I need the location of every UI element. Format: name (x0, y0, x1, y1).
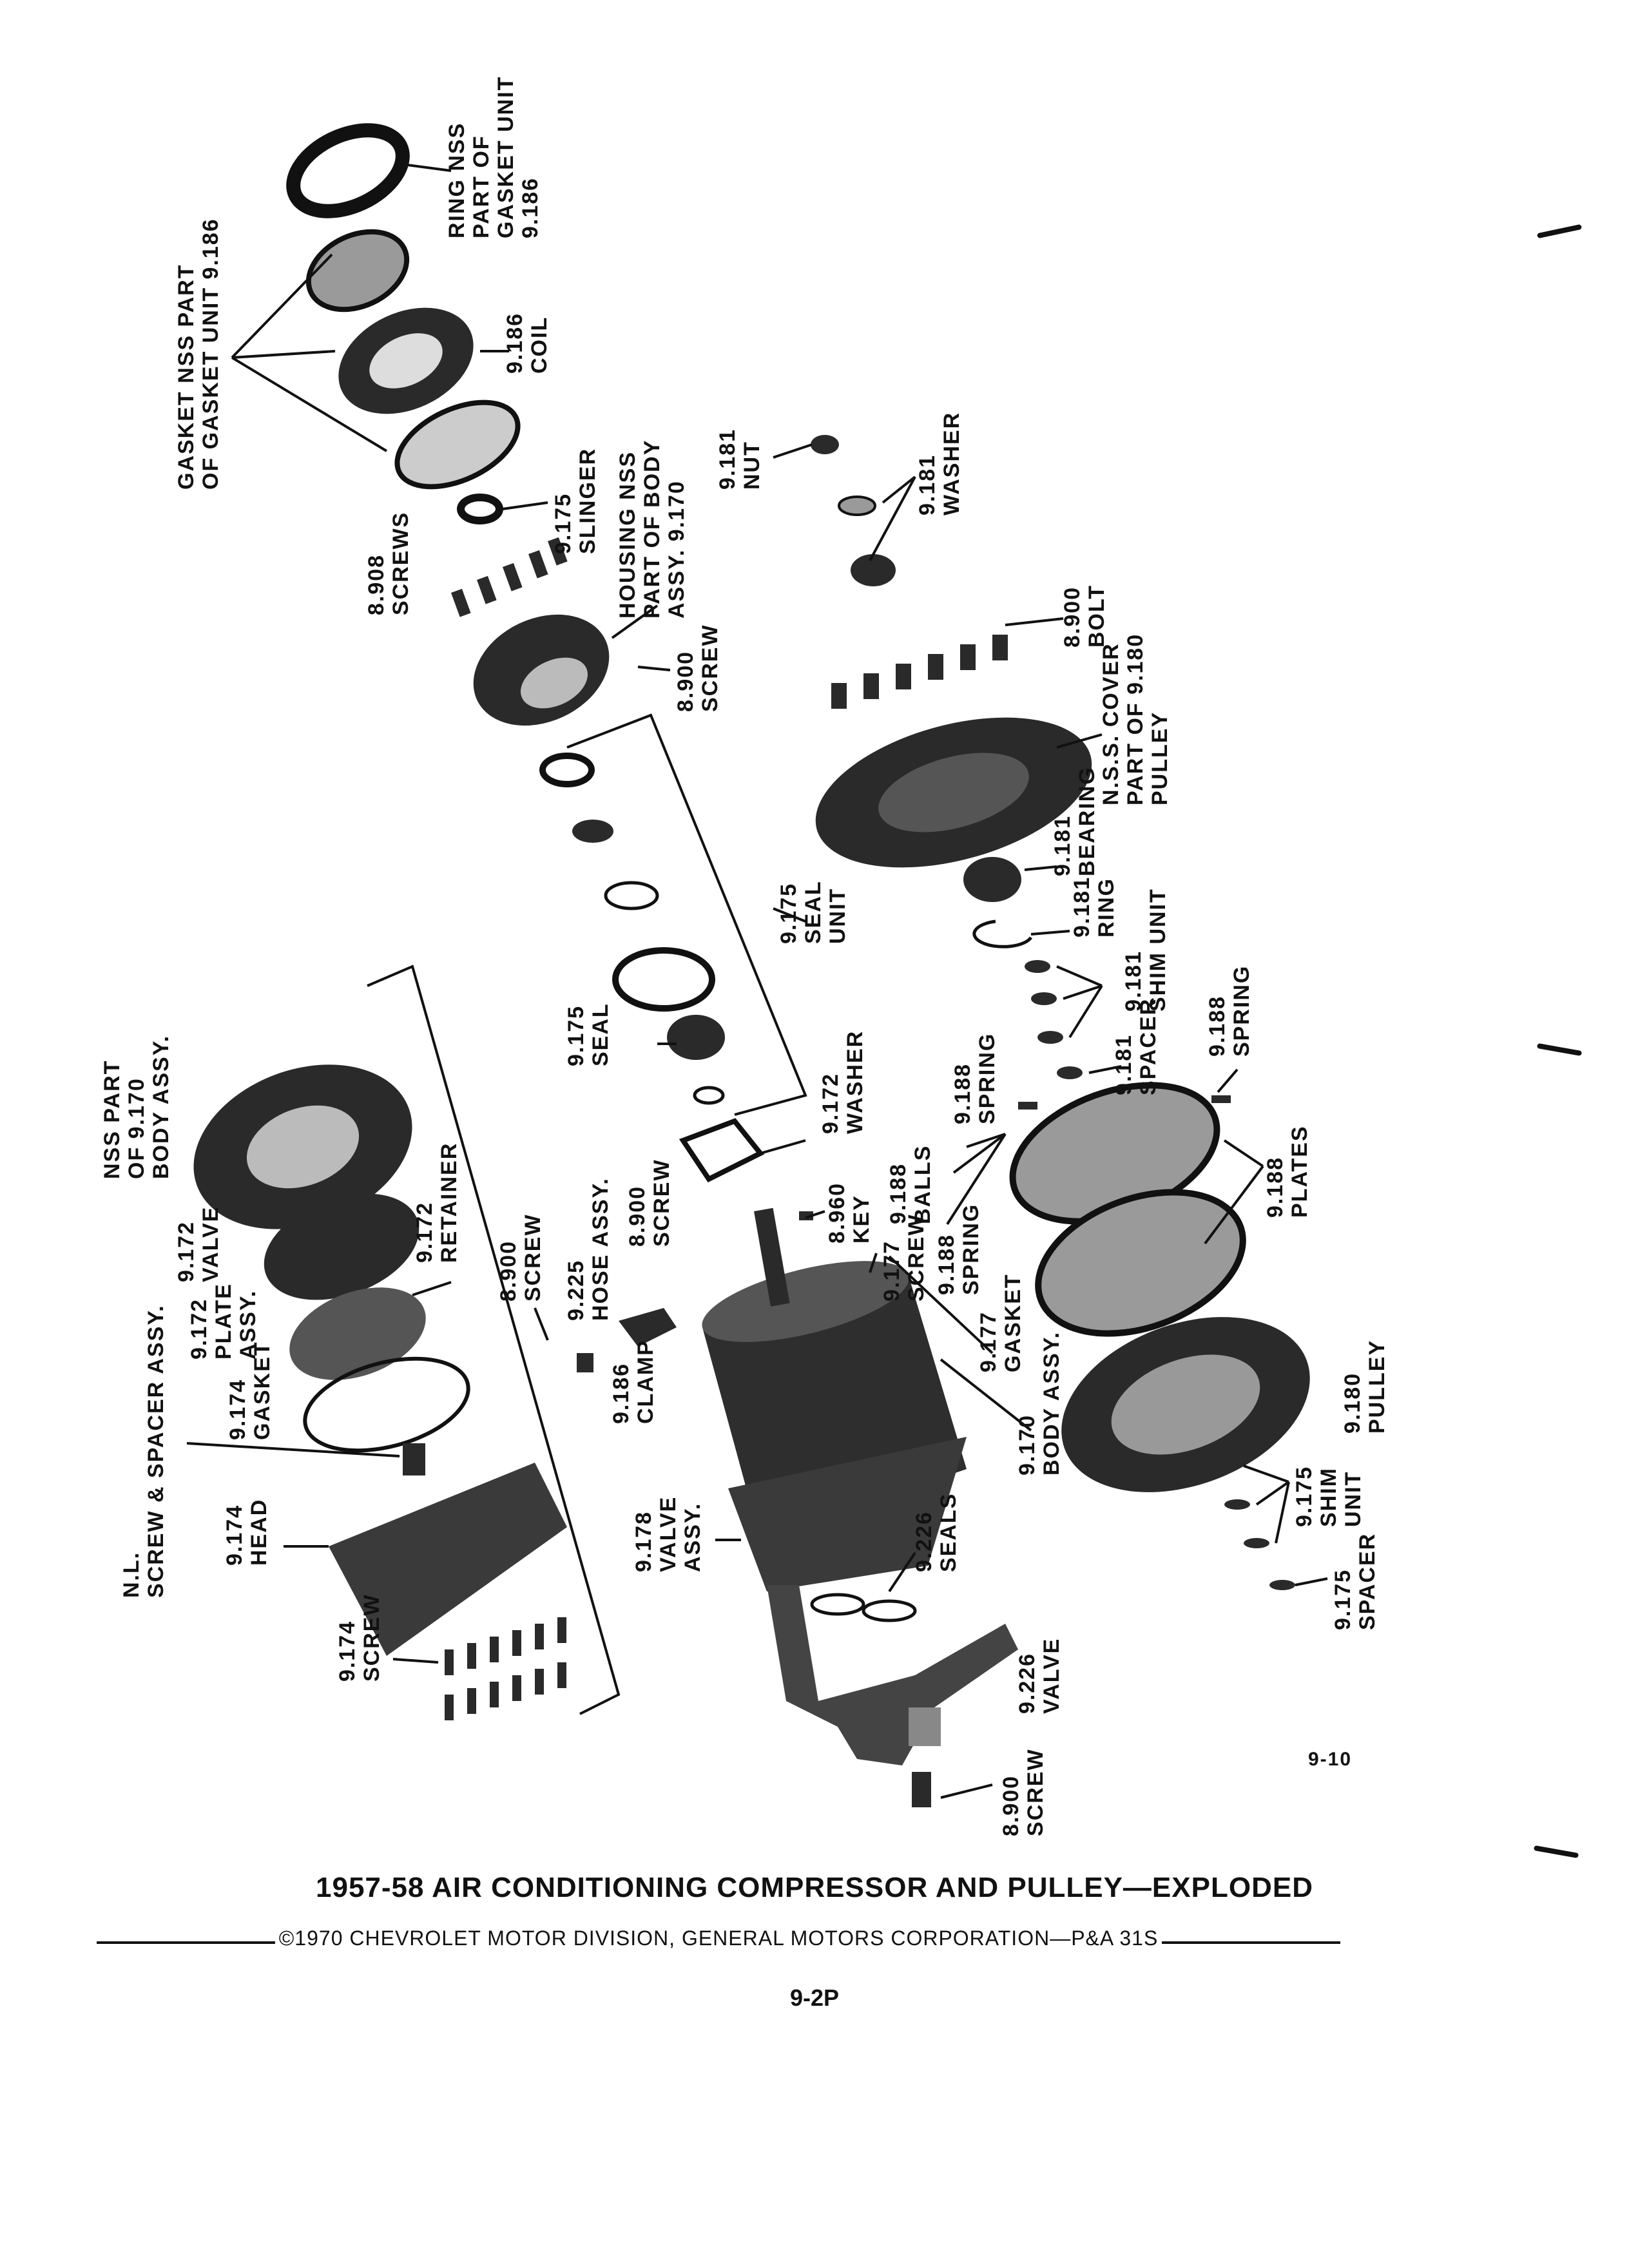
seal-part (667, 1015, 725, 1060)
copyright-rule-left (97, 1941, 275, 1944)
callout-clamp: 9.186 CLAMP (609, 1340, 658, 1424)
leader-lines (186, 163, 1328, 1799)
hose-assy-part (619, 1308, 677, 1347)
callout-balls: 9.188 BALLS (886, 1145, 935, 1224)
callout-gasket-9174: 9.174 GASKET (226, 1341, 275, 1440)
gasket-part (305, 229, 410, 312)
gasket-9174-part (303, 1356, 470, 1453)
callout-shim-unit-9181: 9.181 SHIM UNIT (1121, 888, 1170, 1012)
head-screws-part (445, 1617, 566, 1720)
callout-valve-assy-9178: 9.178 VALVE ASSY. (631, 1488, 705, 1572)
callout-nut: 9.181 NUT (715, 421, 764, 490)
callout-screw-9174: 9.174 SCREW (335, 1593, 384, 1682)
slinger-part (457, 494, 503, 524)
callout-hose-assy: 9.225 HOSE ASSY. (564, 1177, 613, 1321)
callout-gasket-nss: GASKET NSS PART OF GASKET UNIT 9.186 (174, 218, 223, 490)
valve-9226-part (767, 1585, 1018, 1765)
callout-bolt: 8.900 BOLT (1060, 579, 1109, 648)
callout-bearing: 9.181 BEARING (1050, 766, 1099, 876)
plate-lower-part (1035, 1189, 1246, 1337)
callout-spacer-9181: 9.181 SPACER (1112, 998, 1161, 1095)
washer-9172-part (679, 1118, 765, 1183)
callout-screw-spacer: N.L. SCREW & SPACER ASSY. (119, 1304, 168, 1598)
callout-plate-assy: 9.172 PLATE ASSY. (187, 1276, 260, 1360)
part-illustrations (193, 123, 1310, 1807)
plate-assy-part (289, 1287, 426, 1380)
callout-spring-9188-right: 9.188 SPRING (1205, 965, 1254, 1057)
callout-ring-nss: RING NSS PART OF GASKET UNIT 9.186 (445, 68, 543, 238)
callout-ring-9181: 9.181 RING (1070, 869, 1119, 937)
nut-part (811, 435, 839, 454)
bearing-part (963, 857, 1021, 902)
callout-slinger: 9.175 SLINGER (551, 448, 600, 554)
callout-key: 8.960 KEY (825, 1175, 874, 1244)
callout-housing-nss: HOUSING NSS PART OF BODY ASSY. 9.170 (615, 432, 689, 619)
callout-gasket-9177: 9.177 GASKET (976, 1273, 1025, 1372)
callout-body-assy: 9.170 BODY ASSY. (1015, 1331, 1064, 1475)
callout-screw-9177: 9.177 SCREW (880, 1213, 929, 1302)
washer-9181-part (838, 495, 876, 516)
callout-seals-9226: 9.226 SEALS (912, 1493, 961, 1572)
callout-spacer-9175: 9.175 SPACER (1331, 1533, 1380, 1630)
callout-seal-unit: 9.175 SEAL UNIT (776, 873, 850, 944)
page-number: 9-2P (789, 1984, 840, 2011)
callout-valve-9172: 9.172 VALVE (174, 1206, 223, 1282)
ring-9181-part (972, 919, 1033, 948)
callout-valve-9226: 9.226 VALVE (1015, 1638, 1064, 1714)
callout-screw-8900-bottom: 8.900 SCREW (999, 1748, 1048, 1836)
callout-washer-9181: 9.181 WASHER (915, 412, 964, 515)
valve-9172-part (264, 1193, 419, 1300)
callout-nss-body: NSS PART OF 9.170 BODY ASSY. (100, 1035, 173, 1179)
ring-part (286, 123, 410, 218)
callout-coil: 9.186 COIL (503, 305, 552, 374)
copyright-rule-right (1162, 1941, 1340, 1944)
callout-seal-9175: 9.175 SEAL (564, 997, 613, 1066)
callout-retainer: 9.172 RETAINER (412, 1142, 461, 1263)
callout-labels: RING NSS PART OF GASKET UNIT 9.186 GASKE… (100, 68, 1389, 1836)
callout-spring-9188-lower: 9.188 SPRING (934, 1204, 983, 1295)
seal-ring-part (539, 753, 595, 787)
seal-washer-part (572, 820, 613, 843)
callout-head: 9.174 HEAD (222, 1497, 271, 1566)
figure-number: 9-10 (1308, 1749, 1352, 1770)
clamp-part (577, 1353, 593, 1372)
callout-spring-9188-left: 9.188 SPRING (950, 1033, 999, 1124)
callout-screws-8908: 8.908 SCREWS (364, 512, 413, 615)
callout-cover: N.S.S. COVER PART OF 9.180 PULLEY (1099, 626, 1172, 805)
copyright-text: ©1970 CHEVROLET MOTOR DIVISION, GENERAL … (278, 1927, 1159, 1950)
callout-screw-8900-mid: 8.900 SCREW (496, 1213, 545, 1302)
callout-shim-unit-9175: 9.175 SHIM UNIT (1292, 1458, 1365, 1527)
callout-washer-9172: 9.172 WASHER (818, 1030, 867, 1134)
callout-screw-8900-top: 8.900 SCREW (673, 624, 722, 712)
screws-group-part (451, 537, 568, 617)
bolts-group-part (831, 635, 1008, 709)
bearing-plate-part (394, 399, 521, 490)
head-part (329, 1463, 567, 1656)
page-title: 1957-58 AIR CONDITIONING COMPRESSOR AND … (316, 1872, 1313, 1903)
callout-screw-8900-hose: 8.900 SCREW (625, 1158, 674, 1247)
callout-plates: 9.188 PLATES (1263, 1125, 1312, 1218)
callout-pulley: 9.180 PULLEY (1340, 1340, 1389, 1434)
copyright-line: ©1970 CHEVROLET MOTOR DIVISION, GENERAL … (97, 1927, 1340, 1950)
bottom-screw-part (912, 1772, 931, 1807)
seal-o-ring-part (612, 947, 715, 1012)
exploded-diagram: RING NSS PART OF GASKET UNIT 9.186 GASKE… (100, 68, 1389, 1836)
